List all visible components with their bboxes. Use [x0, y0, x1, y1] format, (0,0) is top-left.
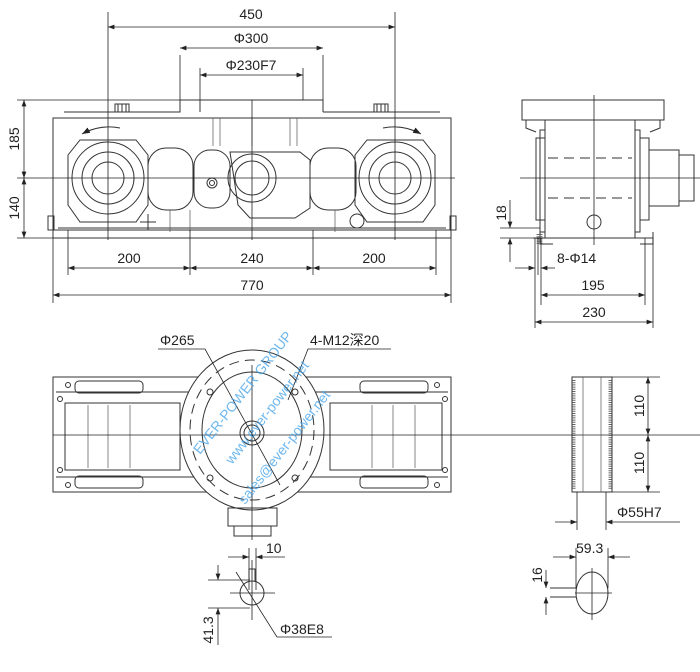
drain-plug-icon [349, 213, 365, 229]
lifting-bolt-left [114, 103, 130, 113]
dim-110-lower: 110 [631, 452, 647, 475]
dim-bolt-circle-265: Φ265 [160, 332, 195, 348]
dim-bore-55h7: Φ55H7 [617, 504, 662, 520]
rotation-arrow-left [81, 126, 121, 135]
input-shaft-key-detail: 10 41.3 Φ38E8 [200, 540, 332, 645]
dim-230: 230 [582, 304, 606, 320]
dim-key-10: 10 [266, 540, 282, 556]
dim-110-upper: 110 [631, 395, 647, 418]
lifting-bolt-right [373, 103, 389, 113]
dim-shaft-38e8: Φ38E8 [280, 621, 324, 637]
dim-200-right: 200 [362, 250, 386, 266]
dim-195: 195 [581, 277, 605, 293]
dim-140: 140 [6, 196, 22, 220]
dim-450: 450 [239, 6, 263, 22]
output-bore-key-detail: 59.3 16 [529, 540, 630, 620]
bolt-holes [57, 382, 448, 488]
dim-200-left: 200 [117, 250, 141, 266]
front-view: 450 Φ300 Φ230F7 185 140 200 240 200 770 [6, 6, 457, 303]
dim-18: 18 [493, 205, 509, 221]
dim-key-depth-41-3: 41.3 [200, 616, 216, 643]
top-view: Φ265 4-M12深20 110 110 Φ55H7 [52, 332, 700, 540]
dim-185: 185 [6, 127, 22, 151]
dim-pilot-230f7: Φ230F7 [226, 57, 277, 73]
dim-240: 240 [240, 250, 264, 266]
rotation-arrow-right [382, 126, 422, 135]
dim-tapped-holes: 4-M12深20 [310, 332, 379, 348]
side-view: 18 8-Φ14 195 230 [493, 95, 700, 328]
dim-8-holes-14: 8-Φ14 [557, 250, 596, 266]
dim-59-3: 59.3 [576, 540, 603, 556]
oil-plug-icon [206, 177, 218, 189]
dim-16: 16 [529, 567, 545, 583]
dim-770: 770 [240, 277, 264, 293]
dim-flange-300: Φ300 [234, 30, 269, 46]
